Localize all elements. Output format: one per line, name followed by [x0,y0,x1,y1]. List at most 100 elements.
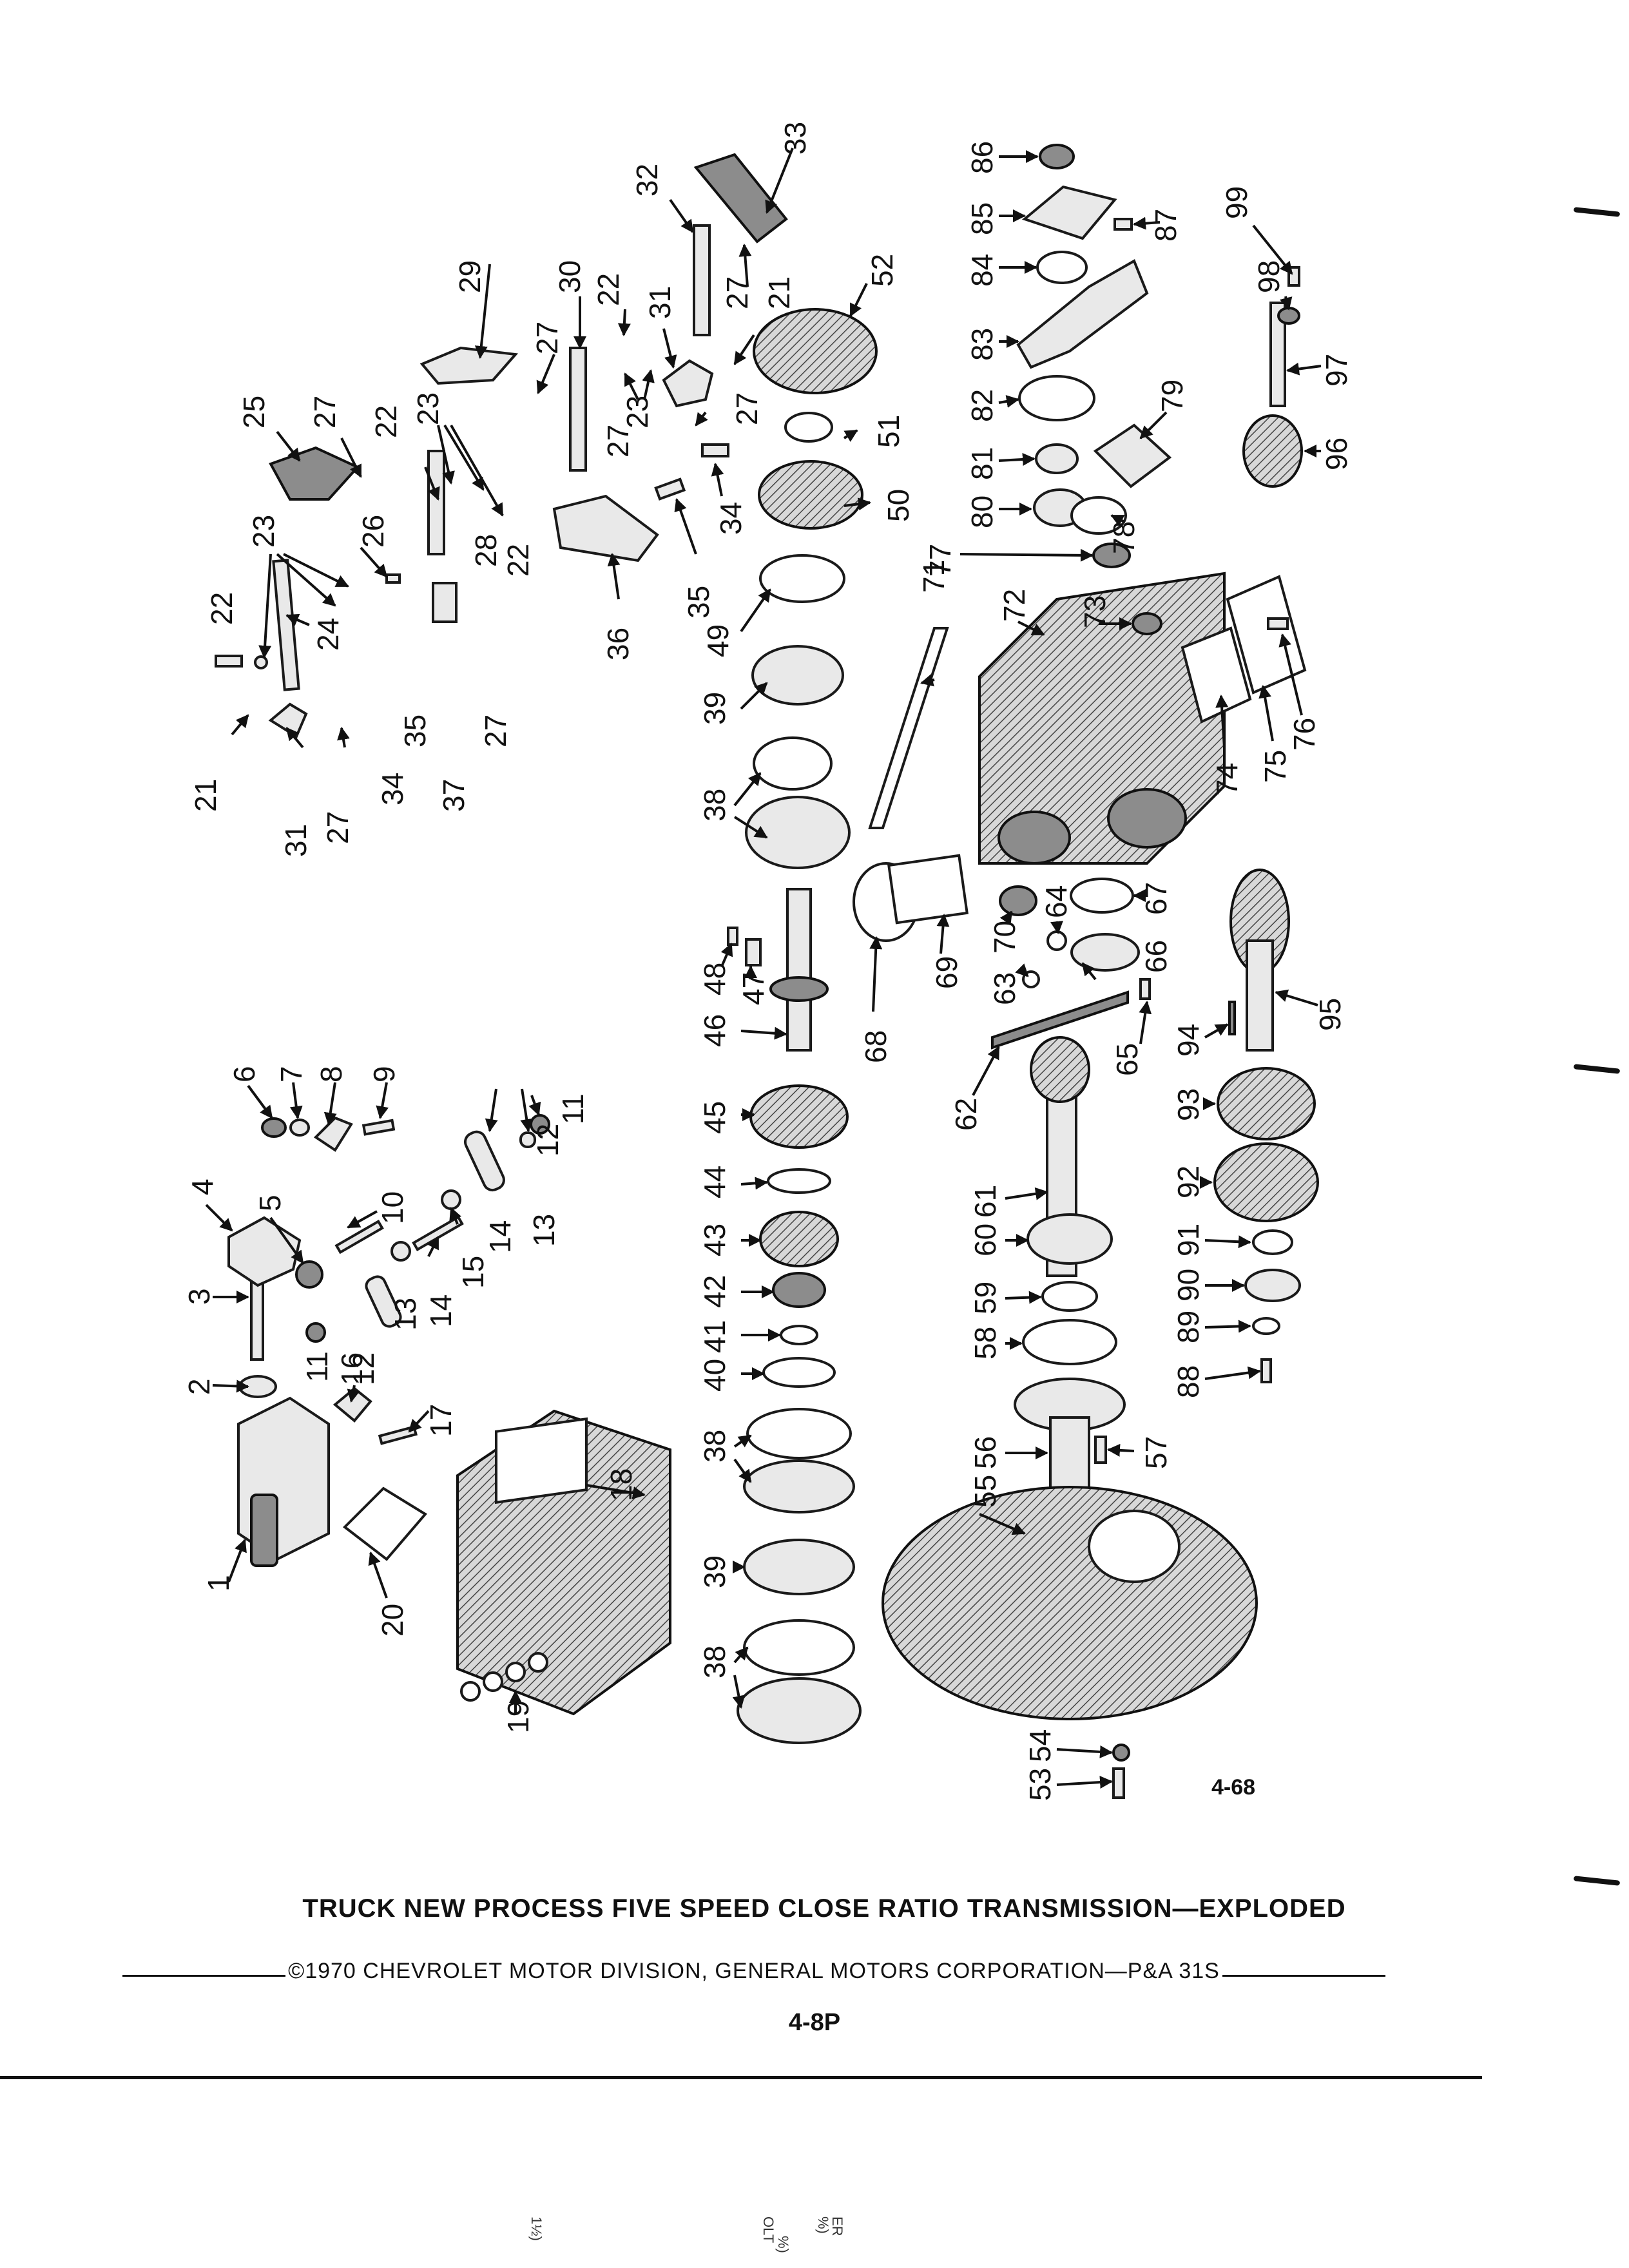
callout-42: 42 [698,1275,731,1308]
callout-27a: 27 [308,396,342,428]
callout-50: 50 [882,489,915,522]
callout-88: 88 [1171,1365,1205,1398]
callout-16: 16 [335,1352,369,1385]
part-41-snap-ring [780,1325,818,1345]
part-56-retainer-tube [1049,1416,1090,1490]
copyright-line: ©1970 CHEVROLET MOTOR DIVISION, GENERAL … [122,1959,1386,1984]
callout-27b: 27 [321,811,354,844]
part-64-seal [1046,930,1067,951]
part-83-extension-housing [1016,259,1149,369]
callout-89: 89 [1171,1311,1205,1343]
part-79-cover [1093,423,1172,488]
callout-70: 70 [988,921,1021,954]
part-38-blocker-ring-b [743,1619,855,1676]
part-29-fork [419,346,519,385]
callout-80: 80 [965,495,999,528]
callout-73: 73 [1078,595,1112,628]
part-62-roller-bearings [991,990,1129,1050]
part-33-fork [693,153,788,244]
callout-38a: 38 [698,789,731,822]
callout-55: 55 [969,1475,1002,1508]
part-87-bolt [1113,218,1133,231]
part-52-gear [753,308,878,394]
part-11-plug-b [305,1322,326,1343]
part-40-snap-ring [762,1357,836,1388]
part-96-reverse-idler-gear [1242,414,1303,488]
part-38-blocker-ring-f [753,736,833,791]
part-54-washer [1112,1744,1130,1762]
callout-23b: 23 [411,392,445,425]
callout-31b: 31 [279,824,313,857]
part-65-bolt [1139,978,1151,1000]
callout-61: 61 [969,1185,1002,1218]
callout-58: 58 [969,1327,1002,1360]
callout-37: 37 [437,779,470,812]
part-47-spring [745,938,762,966]
part-48-pin [727,927,738,946]
part-38-ring-d [746,1408,852,1459]
callout-72: 72 [998,589,1031,622]
callout-43: 43 [698,1224,731,1256]
part-66-retainer [1070,933,1140,972]
part-84-seal [1036,251,1088,284]
callout-26: 26 [356,515,390,548]
callout-33: 33 [778,122,812,155]
callout-13b: 13 [389,1298,422,1331]
callout-86: 86 [965,141,999,174]
part-51-spacer [784,412,833,443]
callout-45: 45 [698,1101,731,1134]
callout-4: 4 [186,1178,219,1195]
callout-59: 59 [969,1282,1002,1314]
part-22-spring [215,655,243,668]
callout-23a: 23 [247,515,280,548]
part-5-ball [295,1260,323,1289]
callout-49: 49 [701,624,735,657]
part-86-nut [1039,144,1075,169]
part-70-bushing [999,885,1037,916]
callout-14b: 14 [424,1294,458,1327]
part-23-ball [254,655,268,669]
callout-94: 94 [1171,1024,1205,1057]
callout-62: 62 [949,1098,983,1131]
part-82-gasket [1018,375,1095,421]
callout-87: 87 [1149,209,1182,242]
callout-2: 2 [182,1378,216,1395]
part-49-ring [759,554,845,603]
part-46-mainshaft-collar [769,976,829,1002]
part-4-bracket [227,1216,302,1287]
callout-91: 91 [1171,1224,1205,1256]
part-92-gear [1213,1142,1319,1222]
part-26-pin [385,573,401,584]
callout-27g: 27 [720,276,754,309]
part-31-lever [662,359,714,408]
part-20-gasket [342,1486,428,1561]
callout-labels: 1 2 3 4 5 6 7 8 9 10 11 11 12 12 13 13 1… [182,122,1353,1801]
callout-39b: 39 [698,1555,731,1588]
part-69-cover [887,854,969,925]
callout-90: 90 [1171,1269,1205,1302]
callout-82: 82 [965,389,999,422]
part-9-bolt [361,1119,396,1136]
part-67-gasket [1070,878,1134,914]
copyright-rule-left [122,1975,286,1977]
part-74-gasket [1181,626,1252,724]
callout-21a: 21 [189,779,222,812]
part-75-cover [1226,575,1307,695]
callout-6: 6 [227,1066,261,1082]
part-1-tower-stem [250,1494,278,1567]
callout-64: 64 [1039,885,1073,918]
part-98-washer [1277,307,1300,325]
callout-22d: 22 [592,273,625,306]
callout-63: 63 [988,972,1021,1005]
callout-11b: 11 [300,1351,334,1382]
callout-98: 98 [1252,260,1286,293]
part-15-pin [412,1215,464,1252]
callout-68: 68 [859,1030,892,1063]
callout-32: 32 [630,164,664,197]
part-14-ball-b [390,1241,411,1262]
part-53-bolt [1112,1767,1125,1799]
callout-44: 44 [698,1166,731,1198]
part-94-key [1228,1001,1236,1035]
part-13-plunger [463,1130,505,1192]
callout-19: 19 [501,1700,535,1733]
